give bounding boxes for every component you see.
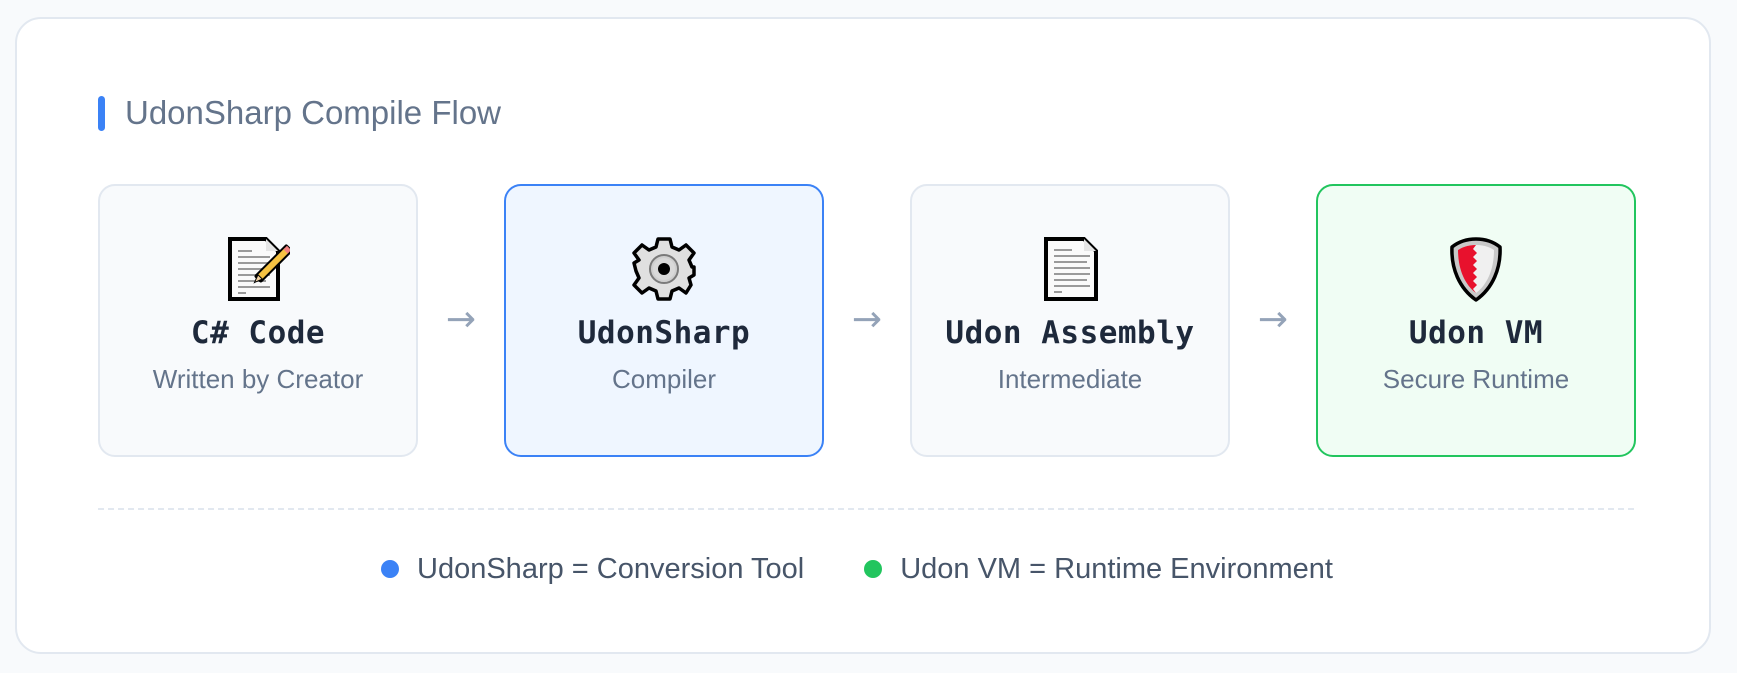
step-title: Udon Assembly	[945, 315, 1195, 351]
legend-item-udon-vm: Udon VM = Runtime Environment	[864, 551, 1333, 587]
legend-label: UdonSharp = Conversion Tool	[417, 553, 805, 585]
title-row: UdonSharp Compile Flow	[98, 95, 501, 131]
step-title: UdonSharp	[577, 315, 751, 351]
arrow-icon: →	[445, 298, 477, 340]
legend-item-udonsharp: UdonSharp = Conversion Tool	[381, 551, 804, 587]
page-title: UdonSharp Compile Flow	[125, 94, 502, 131]
memo-pencil-icon	[223, 234, 293, 304]
step-udon-assembly: Udon Assembly Intermediate	[910, 184, 1230, 457]
step-title: Udon VM	[1408, 315, 1544, 351]
legend-label: Udon VM = Runtime Environment	[900, 553, 1333, 585]
step-csharp-code: C# Code Written by Creator	[98, 184, 418, 457]
gear-icon	[629, 234, 699, 304]
step-subtitle: Compiler	[611, 364, 717, 394]
document-icon	[1035, 234, 1105, 304]
step-udon-vm: Udon VM Secure Runtime	[1316, 184, 1636, 457]
dashed-divider	[98, 508, 1634, 510]
arrow-icon: →	[1257, 298, 1289, 340]
green-dot-icon	[864, 560, 883, 578]
step-subtitle: Secure Runtime	[1382, 364, 1570, 394]
legend: UdonSharp = Conversion Tool Udon VM = Ru…	[9, 551, 1705, 587]
step-title: C# Code	[190, 315, 326, 351]
arrow-icon: →	[851, 298, 883, 340]
blue-dot-icon	[381, 560, 400, 578]
title-accent-bar	[98, 95, 105, 131]
flow-diagram: C# Code Written by Creator → UdonSharp C…	[98, 184, 1636, 457]
step-subtitle: Intermediate	[997, 364, 1143, 394]
step-udonsharp: UdonSharp Compiler	[504, 184, 824, 457]
shield-icon	[1441, 234, 1511, 304]
step-subtitle: Written by Creator	[152, 364, 364, 394]
compile-flow-panel: UdonSharp Compile Flow	[15, 17, 1711, 654]
